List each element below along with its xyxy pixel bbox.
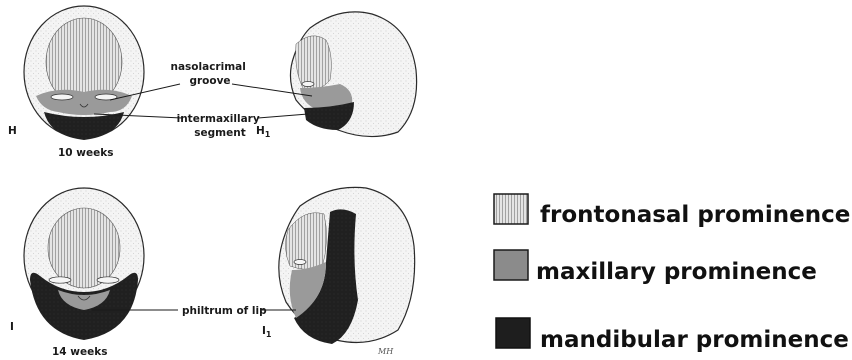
- right-eye: [97, 277, 119, 283]
- philtrum-of-lip-label: philtrum of lip: [182, 305, 267, 317]
- legend-item-maxillary: maxillary prominence: [494, 250, 817, 285]
- frontonasal-region: [48, 208, 120, 288]
- panel-h1-profile: H1: [256, 12, 417, 139]
- frontonasal-swatch: [494, 194, 528, 224]
- panel-letter: I1: [262, 325, 272, 339]
- panel-letter: I: [10, 321, 14, 333]
- age-label: 14 weeks: [52, 346, 107, 358]
- age-label: 10 weeks: [58, 147, 113, 159]
- left-eye: [49, 277, 71, 283]
- intermaxillary-leader-right: [258, 114, 308, 118]
- artist-signature: MH: [377, 347, 394, 356]
- maxillary-swatch: [494, 250, 528, 280]
- panel-i-frontal-14-weeks: I 14 weeks: [10, 188, 144, 358]
- mandibular-label: mandibular prominence: [540, 327, 849, 353]
- left-eye: [51, 94, 73, 100]
- nasolacrimal-groove-label: nasolacrimal groove: [171, 61, 250, 87]
- eye: [302, 82, 314, 87]
- panel-i1-profile: I1 MH: [262, 187, 415, 356]
- legend: frontonasal prominence maxillary promine…: [494, 194, 850, 353]
- legend-item-mandibular: mandibular prominence: [496, 318, 849, 353]
- panel-h-frontal-10-weeks: H 10 weeks: [8, 6, 144, 159]
- maxillary-label: maxillary prominence: [536, 259, 817, 285]
- mandibular-swatch: [496, 318, 530, 348]
- panel-letter: H1: [256, 125, 271, 139]
- frontonasal-region: [296, 36, 332, 90]
- frontonasal-label: frontonasal prominence: [540, 202, 850, 228]
- eye: [294, 260, 306, 265]
- panel-letter: H: [8, 125, 17, 137]
- intermaxillary-segment-label: intermaxillary segment: [177, 113, 264, 139]
- legend-item-frontonasal: frontonasal prominence: [494, 194, 850, 228]
